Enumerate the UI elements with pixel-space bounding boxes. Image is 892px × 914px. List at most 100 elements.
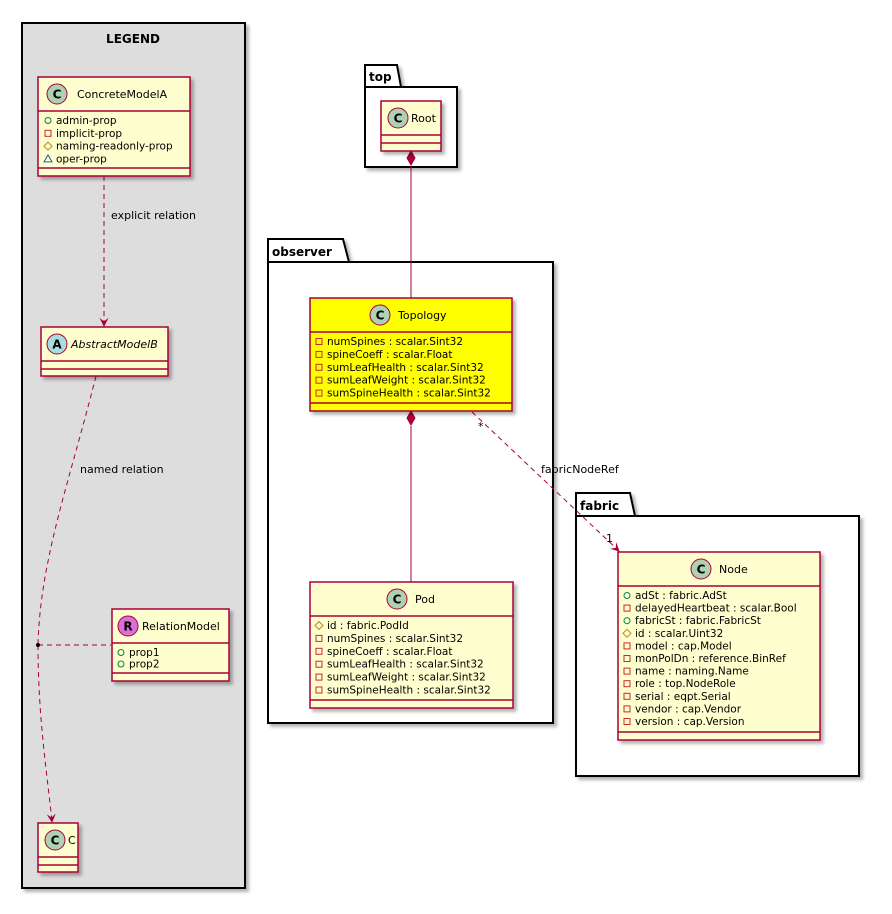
edge-named-label: named relation <box>80 463 164 476</box>
class-property: numSpines : scalar.Sint32 <box>327 633 463 645</box>
class-property: fabricSt : fabric.FabricSt <box>635 615 761 627</box>
class-name: ConcreteModelA <box>77 88 168 101</box>
edge-fabric-node-ref-label: fabricNodeRef <box>541 463 620 476</box>
class-property: naming-readonly-prop <box>56 141 173 153</box>
class-property: monPolDn : reference.BinRef <box>635 653 786 665</box>
class-property: numSpines : scalar.Sint32 <box>327 336 463 348</box>
class-property: id : fabric.PodId <box>327 620 409 632</box>
stereotype-r-icon: R <box>123 620 132 634</box>
stereotype-c-icon: C <box>394 112 403 126</box>
visibility-icon <box>623 667 631 675</box>
visibility-icon <box>623 692 631 700</box>
class-name: Root <box>411 112 437 125</box>
class-property: sumLeafHealth : scalar.Sint32 <box>327 659 484 671</box>
visibility-icon <box>623 718 631 725</box>
package-top-label: top <box>369 70 392 84</box>
class-abstract-model-b: A AbstractModelB <box>40 326 169 377</box>
edge-root-topology <box>406 149 416 298</box>
stereotype-c-icon: C <box>697 563 706 577</box>
class-property: id : scalar.Uint32 <box>635 628 723 640</box>
class-name: RelationModel <box>142 620 220 633</box>
package-observer-label: observer <box>272 245 332 259</box>
composition-diamond <box>406 409 416 427</box>
class-property: serial : eqpt.Serial <box>635 691 731 703</box>
class-root: C Root <box>380 100 442 152</box>
class-property: sumLeafWeight : scalar.Sint32 <box>327 375 486 387</box>
visibility-icon <box>44 117 52 124</box>
stereotype-c-icon: C <box>393 593 402 607</box>
target-multiplicity: 1 <box>606 532 613 545</box>
visibility-icon <box>315 338 323 345</box>
visibility-icon <box>315 660 323 668</box>
class-property: spineCoeff : scalar.Float <box>327 349 452 361</box>
visibility-icon <box>623 705 631 713</box>
visibility-icon <box>43 141 53 151</box>
visibility-icon <box>623 680 631 688</box>
edge-explicit-relation: explicit relation <box>99 176 196 327</box>
stereotype-c-icon: C <box>51 834 60 848</box>
stereotype-a-icon: A <box>52 338 62 352</box>
package-fabric-label: fabric <box>580 499 619 513</box>
visibility-icon <box>315 389 323 397</box>
class-property: prop1 <box>129 647 160 659</box>
class-property: implicit-prop <box>56 128 122 140</box>
class-property: name : naming.Name <box>635 666 749 678</box>
class-property: prop2 <box>129 659 160 671</box>
class-property: role : top.NodeRole <box>635 678 736 690</box>
visibility-icon <box>315 686 323 694</box>
class-name: Pod <box>415 593 435 606</box>
class-concrete-model-a: C ConcreteModelA admin-propimplicit-prop… <box>37 76 191 177</box>
visibility-icon <box>623 617 631 625</box>
source-multiplicity: * <box>478 420 484 433</box>
composition-diamond <box>406 149 416 167</box>
edge-topology-pod <box>406 409 416 582</box>
visibility-icon <box>315 350 323 358</box>
class-property: sumLeafHealth : scalar.Sint32 <box>327 362 484 374</box>
visibility-icon <box>117 660 125 668</box>
class-name: C <box>68 834 76 847</box>
edge-fabric-node-ref: fabricNodeRef * 1 <box>471 411 620 552</box>
class-property: sumLeafWeight : scalar.Sint32 <box>327 672 486 684</box>
visibility-icon <box>315 634 323 642</box>
class-node: C Node adSt : fabric.AdStdelayedHeartbea… <box>617 551 821 741</box>
visibility-icon <box>43 153 53 163</box>
class-property: delayedHeartbeat : scalar.Bool <box>635 603 797 615</box>
legend-title: LEGEND <box>106 32 160 46</box>
class-name: AbstractModelB <box>70 338 158 351</box>
class-props: admin-propimplicit-propnaming-readonly-p… <box>43 115 173 165</box>
visibility-icon <box>315 647 323 655</box>
visibility-icon <box>622 628 632 639</box>
visibility-icon <box>623 604 631 612</box>
stereotype-c-icon: C <box>376 309 385 323</box>
class-property: oper-prop <box>56 153 107 165</box>
visibility-icon <box>623 655 631 662</box>
junction-dot <box>36 643 40 647</box>
class-property: adSt : fabric.AdSt <box>635 590 727 602</box>
visibility-icon <box>315 363 323 371</box>
class-property: sumSpineHealth : scalar.Sint32 <box>327 685 491 697</box>
class-name: Node <box>719 563 748 576</box>
edge-named-relation: named relation <box>36 375 164 823</box>
class-property: model : cap.Model <box>635 640 732 652</box>
class-property: version : cap.Version <box>635 716 745 728</box>
class-property: sumSpineHealth : scalar.Sint32 <box>327 388 491 400</box>
class-property: vendor : cap.Vendor <box>635 703 742 715</box>
edge-explicit-label: explicit relation <box>111 209 196 222</box>
class-topology: C Topology numSpines : scalar.Sint32spin… <box>309 297 513 412</box>
visibility-icon <box>623 592 631 599</box>
visibility-icon <box>44 129 52 137</box>
visibility-icon <box>623 642 631 650</box>
stereotype-c-icon: C <box>53 88 62 102</box>
visibility-icon <box>315 376 323 384</box>
class-name: Topology <box>397 309 447 322</box>
class-c: C C <box>37 822 79 873</box>
class-property: admin-prop <box>56 115 117 127</box>
visibility-icon <box>314 620 324 631</box>
